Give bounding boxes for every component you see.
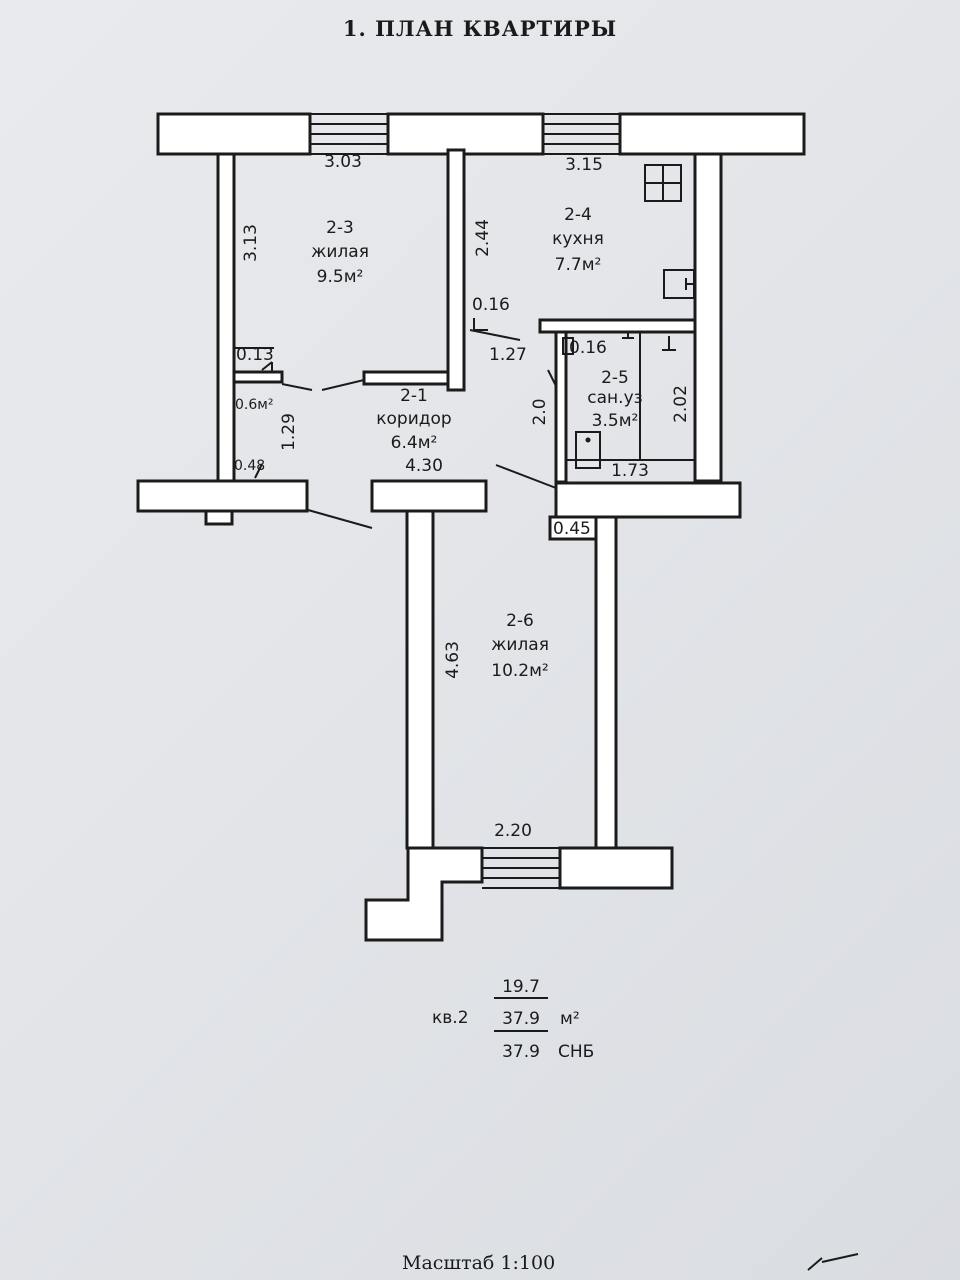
svg-text:сан.уз: сан.уз [587, 388, 642, 408]
dim-0-16-kitchen: 0.16 [472, 295, 510, 315]
door-swing-closet [281, 383, 313, 391]
kitchen-bath-partition [538, 318, 697, 334]
svg-text:м²: м² [560, 1009, 580, 1029]
sink-icon [663, 269, 695, 299]
dim-1-29: 1.29 [279, 413, 299, 451]
door-swing-entrance [307, 509, 373, 529]
door-swing-bath [547, 369, 557, 387]
svg-text:19.7: 19.7 [502, 977, 540, 997]
dim-3-03: 3.03 [324, 152, 362, 172]
room-2-5-label: 2-5 сан.уз 3.5м² [587, 368, 642, 431]
room-2-3-label: 2-3 жилая 9.5м² [311, 218, 369, 287]
mid-wall-left [136, 479, 309, 513]
svg-text:2-5: 2-5 [601, 368, 629, 388]
room-2-4-label: 2-4 кухня 7.7м² [552, 205, 604, 275]
washbasin-icon [575, 431, 601, 469]
dim-2-44: 2.44 [473, 219, 493, 257]
door-swing-kitchen [469, 329, 521, 341]
corner-markers [254, 318, 574, 479]
partition-wall-23-24 [446, 148, 466, 392]
closet-wall [232, 370, 284, 384]
pen-mark [807, 1253, 859, 1271]
svg-text:2-4: 2-4 [564, 205, 592, 225]
dim-0-13: 0.13 [236, 345, 274, 365]
svg-text:жилая: жилая [491, 635, 549, 655]
corridor-wall [362, 370, 450, 386]
svg-text:СНБ: СНБ [558, 1042, 594, 1062]
page-title: 1. ПЛАН КВАРТИРЫ [342, 16, 618, 41]
dim-1-27: 1.27 [489, 345, 527, 365]
dim-0-6m2: 0.6м² [235, 397, 273, 413]
area-summary: кв.2 19.7 37.9 м² 37.9 СНБ [432, 977, 594, 1062]
svg-text:кв.2: кв.2 [432, 1008, 469, 1028]
dim-1-73: 1.73 [611, 461, 649, 481]
pipes-icon [622, 332, 676, 351]
mid-wall-center [370, 479, 488, 513]
room-2-1-label: 2-1 коридор 6.4м² [376, 386, 451, 453]
window-top-right [543, 113, 620, 155]
room-2-6-label: 2-6 жилая 10.2м² [491, 611, 549, 681]
door-swing-26 [495, 464, 557, 489]
window-top-left [310, 113, 388, 155]
svg-text:7.7м²: 7.7м² [555, 255, 602, 275]
mid-wall-stub [204, 509, 234, 526]
stove-icon [644, 164, 682, 202]
window-bottom [482, 847, 560, 889]
door-swing-23 [321, 379, 365, 391]
dim-2-20: 2.20 [494, 821, 532, 841]
dim-4-63: 4.63 [443, 641, 463, 679]
left-wall [216, 152, 236, 483]
scale-label: Масштаб 1:100 [402, 1252, 556, 1274]
svg-text:2-6: 2-6 [506, 611, 534, 631]
svg-text:6.4м²: 6.4м² [391, 433, 438, 453]
right-wall [693, 152, 723, 483]
dim-2-02: 2.02 [671, 385, 691, 423]
room26-wall-left [405, 509, 435, 850]
dim-4-30: 4.30 [405, 456, 443, 476]
dim-0-16-bath: 0.16 [569, 338, 607, 358]
dim-0-48: 0.48 [234, 458, 265, 474]
svg-text:коридор: коридор [376, 409, 451, 429]
svg-text:10.2м²: 10.2м² [491, 661, 549, 681]
svg-text:9.5м²: 9.5м² [317, 267, 364, 287]
dim-3-15: 3.15 [565, 155, 603, 175]
svg-text:3.5м²: 3.5м² [592, 411, 639, 431]
wall-pillar [548, 515, 598, 541]
dim-0-45: 0.45 [553, 519, 591, 539]
dim-3-13: 3.13 [241, 224, 261, 262]
svg-text:2-3: 2-3 [326, 218, 354, 238]
svg-text:жилая: жилая [311, 242, 369, 262]
top-wall-left [156, 112, 312, 156]
dim-2-0: 2.0 [530, 398, 550, 425]
top-wall-middle [386, 112, 545, 156]
room26-wall-right [594, 515, 618, 850]
bottom-wall-right [558, 846, 674, 890]
svg-text:кухня: кухня [552, 229, 604, 249]
svg-text:37.9: 37.9 [502, 1009, 540, 1029]
svg-text:2-1: 2-1 [400, 386, 428, 406]
svg-text:37.9: 37.9 [502, 1042, 540, 1062]
mid-wall-right [554, 481, 742, 519]
top-wall-right [618, 112, 806, 156]
bottom-wall-left-step [364, 846, 484, 942]
